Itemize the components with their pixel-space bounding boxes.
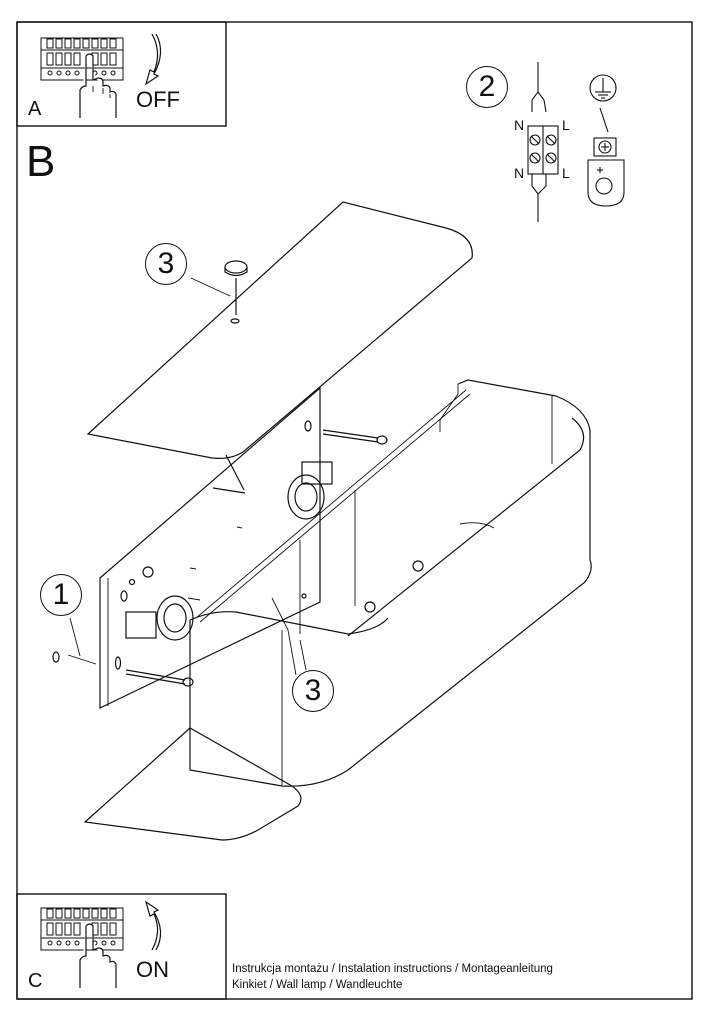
lamp-socket-upper (212, 454, 333, 520)
step-2-callout: 2 (466, 66, 508, 108)
panel-c-label: C (28, 970, 43, 992)
live-label-top: L (562, 117, 570, 133)
part-3-callout-bottom: 3 (292, 670, 334, 712)
part-1-callout: 1 (40, 574, 82, 616)
panel-a-box (16, 21, 227, 127)
panel-a-label: A (28, 98, 42, 120)
caption-line-2: Kinkiet / Wall lamp / Wandleuchte (232, 979, 403, 991)
neutral-label-bottom: N (514, 165, 525, 181)
wall-screw-lower (125, 669, 194, 687)
neutral-label-top: N (514, 117, 525, 133)
wall-plug (52, 651, 60, 663)
panel-c-box (16, 893, 227, 1000)
lamp-socket-lower (125, 595, 194, 641)
bottom-cover-plate (83, 727, 302, 841)
terminal-block-diagram (527, 62, 559, 222)
wall-mounting-plate (99, 386, 321, 709)
wall-screw-upper (322, 429, 388, 445)
page-frame (16, 21, 693, 1000)
hand-pointing-icon (79, 923, 117, 988)
lamp-shade-body (189, 379, 592, 787)
top-cover-plate (86, 201, 473, 459)
power-off-label: OFF (136, 87, 180, 112)
caption-line-1: Instrukcja montażu / Instalation instruc… (232, 963, 553, 975)
arrow-down-icon (144, 33, 162, 86)
breaker-box-off (40, 37, 124, 81)
live-label-bottom: L (562, 165, 570, 181)
arrow-up-icon (144, 900, 162, 951)
hand-pointing-icon (79, 53, 117, 118)
ground-terminal-diagram (587, 74, 625, 207)
power-on-label: ON (136, 957, 169, 982)
panel-b-label: B (26, 137, 56, 186)
cover-screw-top (224, 260, 248, 324)
ground-icon (589, 74, 617, 102)
part-3-callout-top: 3 (145, 243, 187, 285)
breaker-box-on (40, 907, 124, 951)
